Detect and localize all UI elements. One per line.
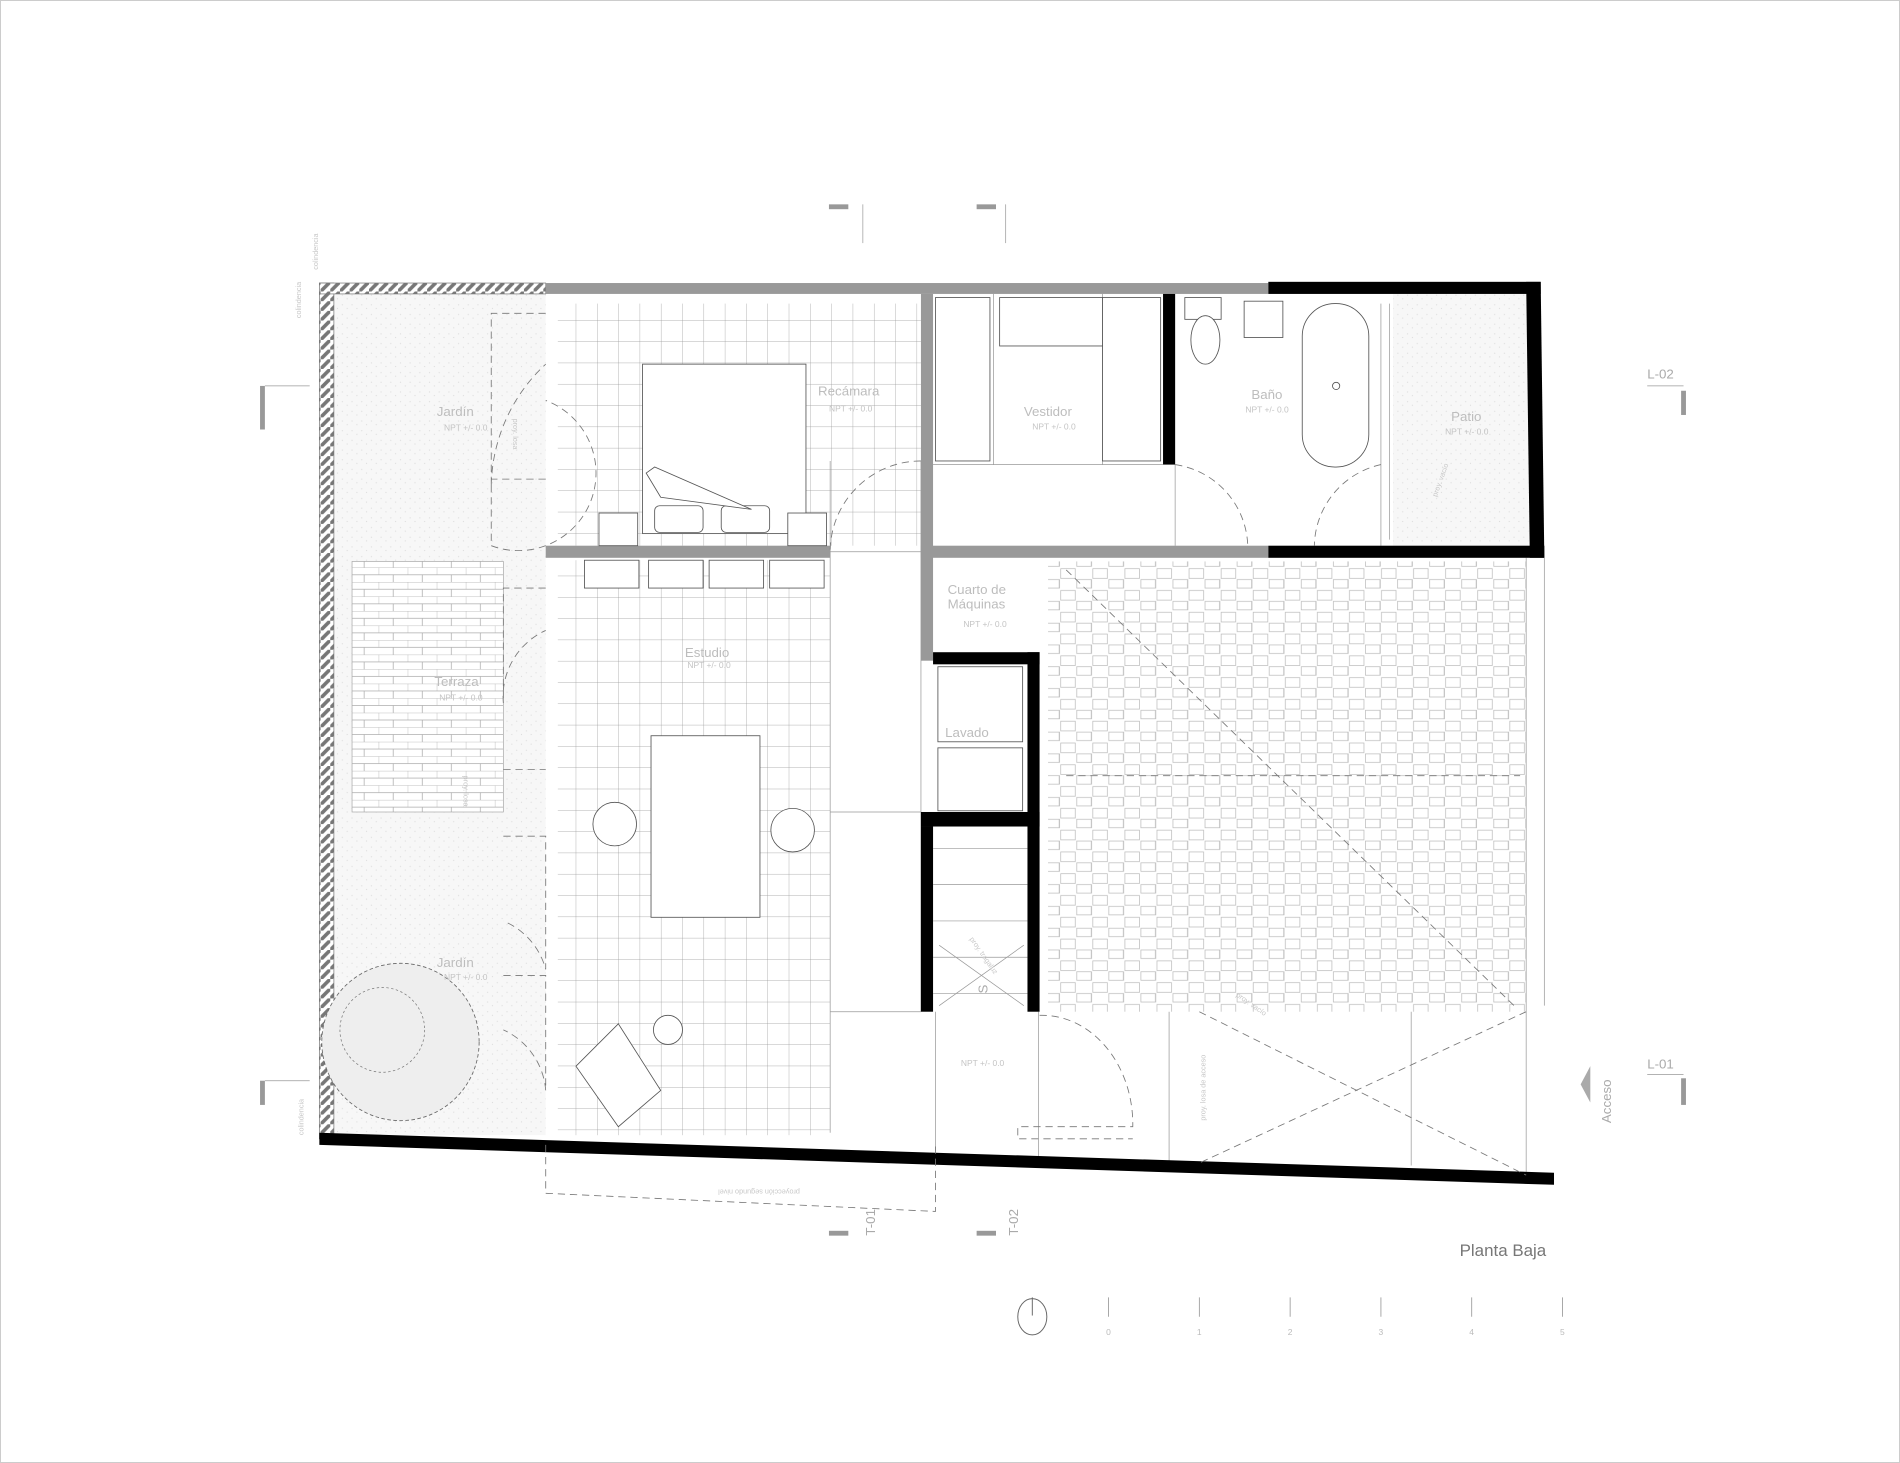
wall-bottom-black <box>319 1132 1555 1185</box>
room-label-jardin: Jardín <box>437 404 474 419</box>
level-jardin-2: NPT +/- 0.0 <box>444 972 488 982</box>
desk <box>592 735 815 918</box>
wall-right-black <box>1526 281 1545 558</box>
tree <box>321 962 480 1122</box>
stair <box>933 847 1028 1006</box>
section-t01: T-01 <box>863 1209 878 1236</box>
section-markers <box>260 204 1686 1236</box>
lounge-chair <box>575 1014 683 1128</box>
wall-vestidor-gray <box>920 293 934 661</box>
note-proy-losa-2: proy. losa <box>461 776 470 808</box>
bathroom-fixtures <box>1184 297 1390 540</box>
room-label-vestidor: Vestidor <box>1024 404 1073 419</box>
bed <box>598 363 827 547</box>
patio-area <box>1393 293 1529 546</box>
section-l01: L-01 <box>1647 1057 1674 1072</box>
level-vestidor: NPT +/- 0.0 <box>1032 421 1076 431</box>
wall-top-hatched <box>318 282 547 295</box>
wall-top-gray <box>545 283 1269 294</box>
shelving <box>584 559 825 589</box>
scale-tick-label: 4 <box>1469 1327 1474 1337</box>
wall-stair-black-left <box>920 826 934 1012</box>
room-label-jardin-2: Jardín <box>437 955 474 970</box>
room-label-recamara: Recámara <box>818 384 880 399</box>
note-proyeccion-segundo-nivel: proyección segundo nivel <box>718 1188 800 1197</box>
drawing-title: Planta Baja <box>1460 1241 1547 1260</box>
wall-top-black <box>1268 281 1541 294</box>
level-patio: NPT +/- 0.0 <box>1445 426 1489 436</box>
scale-tick-label: 1 <box>1197 1327 1202 1337</box>
room-label-patio: Patio <box>1451 409 1481 424</box>
scale-tick-label: 0 <box>1106 1327 1111 1337</box>
room-label-cuarto-maquinas-2: Máquinas <box>948 597 1006 612</box>
room-label-bano: Baño <box>1251 387 1282 402</box>
garage-pavers <box>1048 561 1527 1012</box>
note-proy-losa-acceso: proy. losa de acceso <box>1198 1055 1207 1121</box>
note-proy-tragaluz: proy. tragaluz <box>968 935 1000 976</box>
room-label-terraza: Terraza <box>434 674 479 689</box>
scale-bar: 0 1 2 3 4 5 <box>1106 1297 1565 1337</box>
wall-lavado-black-mid <box>920 811 1040 827</box>
level-recamara: NPT +/- 0.0 <box>829 403 873 413</box>
wall-lavado-black-right <box>1027 652 1040 1012</box>
room-label-lavado: Lavado <box>945 725 989 740</box>
note-colindencia-3: colindencia <box>297 1098 306 1135</box>
level-cuarto-maquinas: NPT +/- 0.0 <box>963 619 1007 629</box>
room-label-estudio: Estudio <box>685 645 729 660</box>
note-colindencia-2: colindencia <box>311 232 320 269</box>
acceso-label: Acceso <box>1599 1079 1614 1123</box>
terraza-brick <box>351 561 504 813</box>
level-bano: NPT +/- 0.0 <box>1245 405 1289 415</box>
acceso-arrow-icon <box>1580 1066 1591 1103</box>
wall-lavado-black-top <box>933 652 1040 665</box>
wall-mid-gray-2 <box>920 545 1269 558</box>
washer-dryer <box>937 666 1024 812</box>
level-jardin: NPT +/- 0.0 <box>444 423 488 433</box>
room-label-cuarto-maquinas-1: Cuarto de <box>948 582 1006 597</box>
scale-tick-label: 3 <box>1378 1327 1383 1337</box>
section-l02: L-02 <box>1647 367 1674 382</box>
closets <box>935 297 1162 462</box>
note-proy-losa-1: proy. losa <box>511 419 520 451</box>
stair-up-label: S <box>976 985 991 994</box>
scale-tick-label: 2 <box>1288 1327 1293 1337</box>
note-colindencia-1: colindencia <box>294 281 303 318</box>
wall-mid-black <box>1268 545 1545 558</box>
wall-mid-gray-1 <box>545 545 831 558</box>
level-acceso: NPT +/- 0.0 <box>961 1058 1005 1068</box>
north-arrow-icon <box>1017 1297 1048 1336</box>
scale-tick-label: 5 <box>1560 1327 1565 1337</box>
level-estudio: NPT +/- 0.0 <box>687 660 731 670</box>
level-terraza: NPT +/- 0.0 <box>439 693 483 703</box>
section-t02: T-02 <box>1006 1209 1021 1236</box>
wall-bano-black <box>1163 293 1176 465</box>
